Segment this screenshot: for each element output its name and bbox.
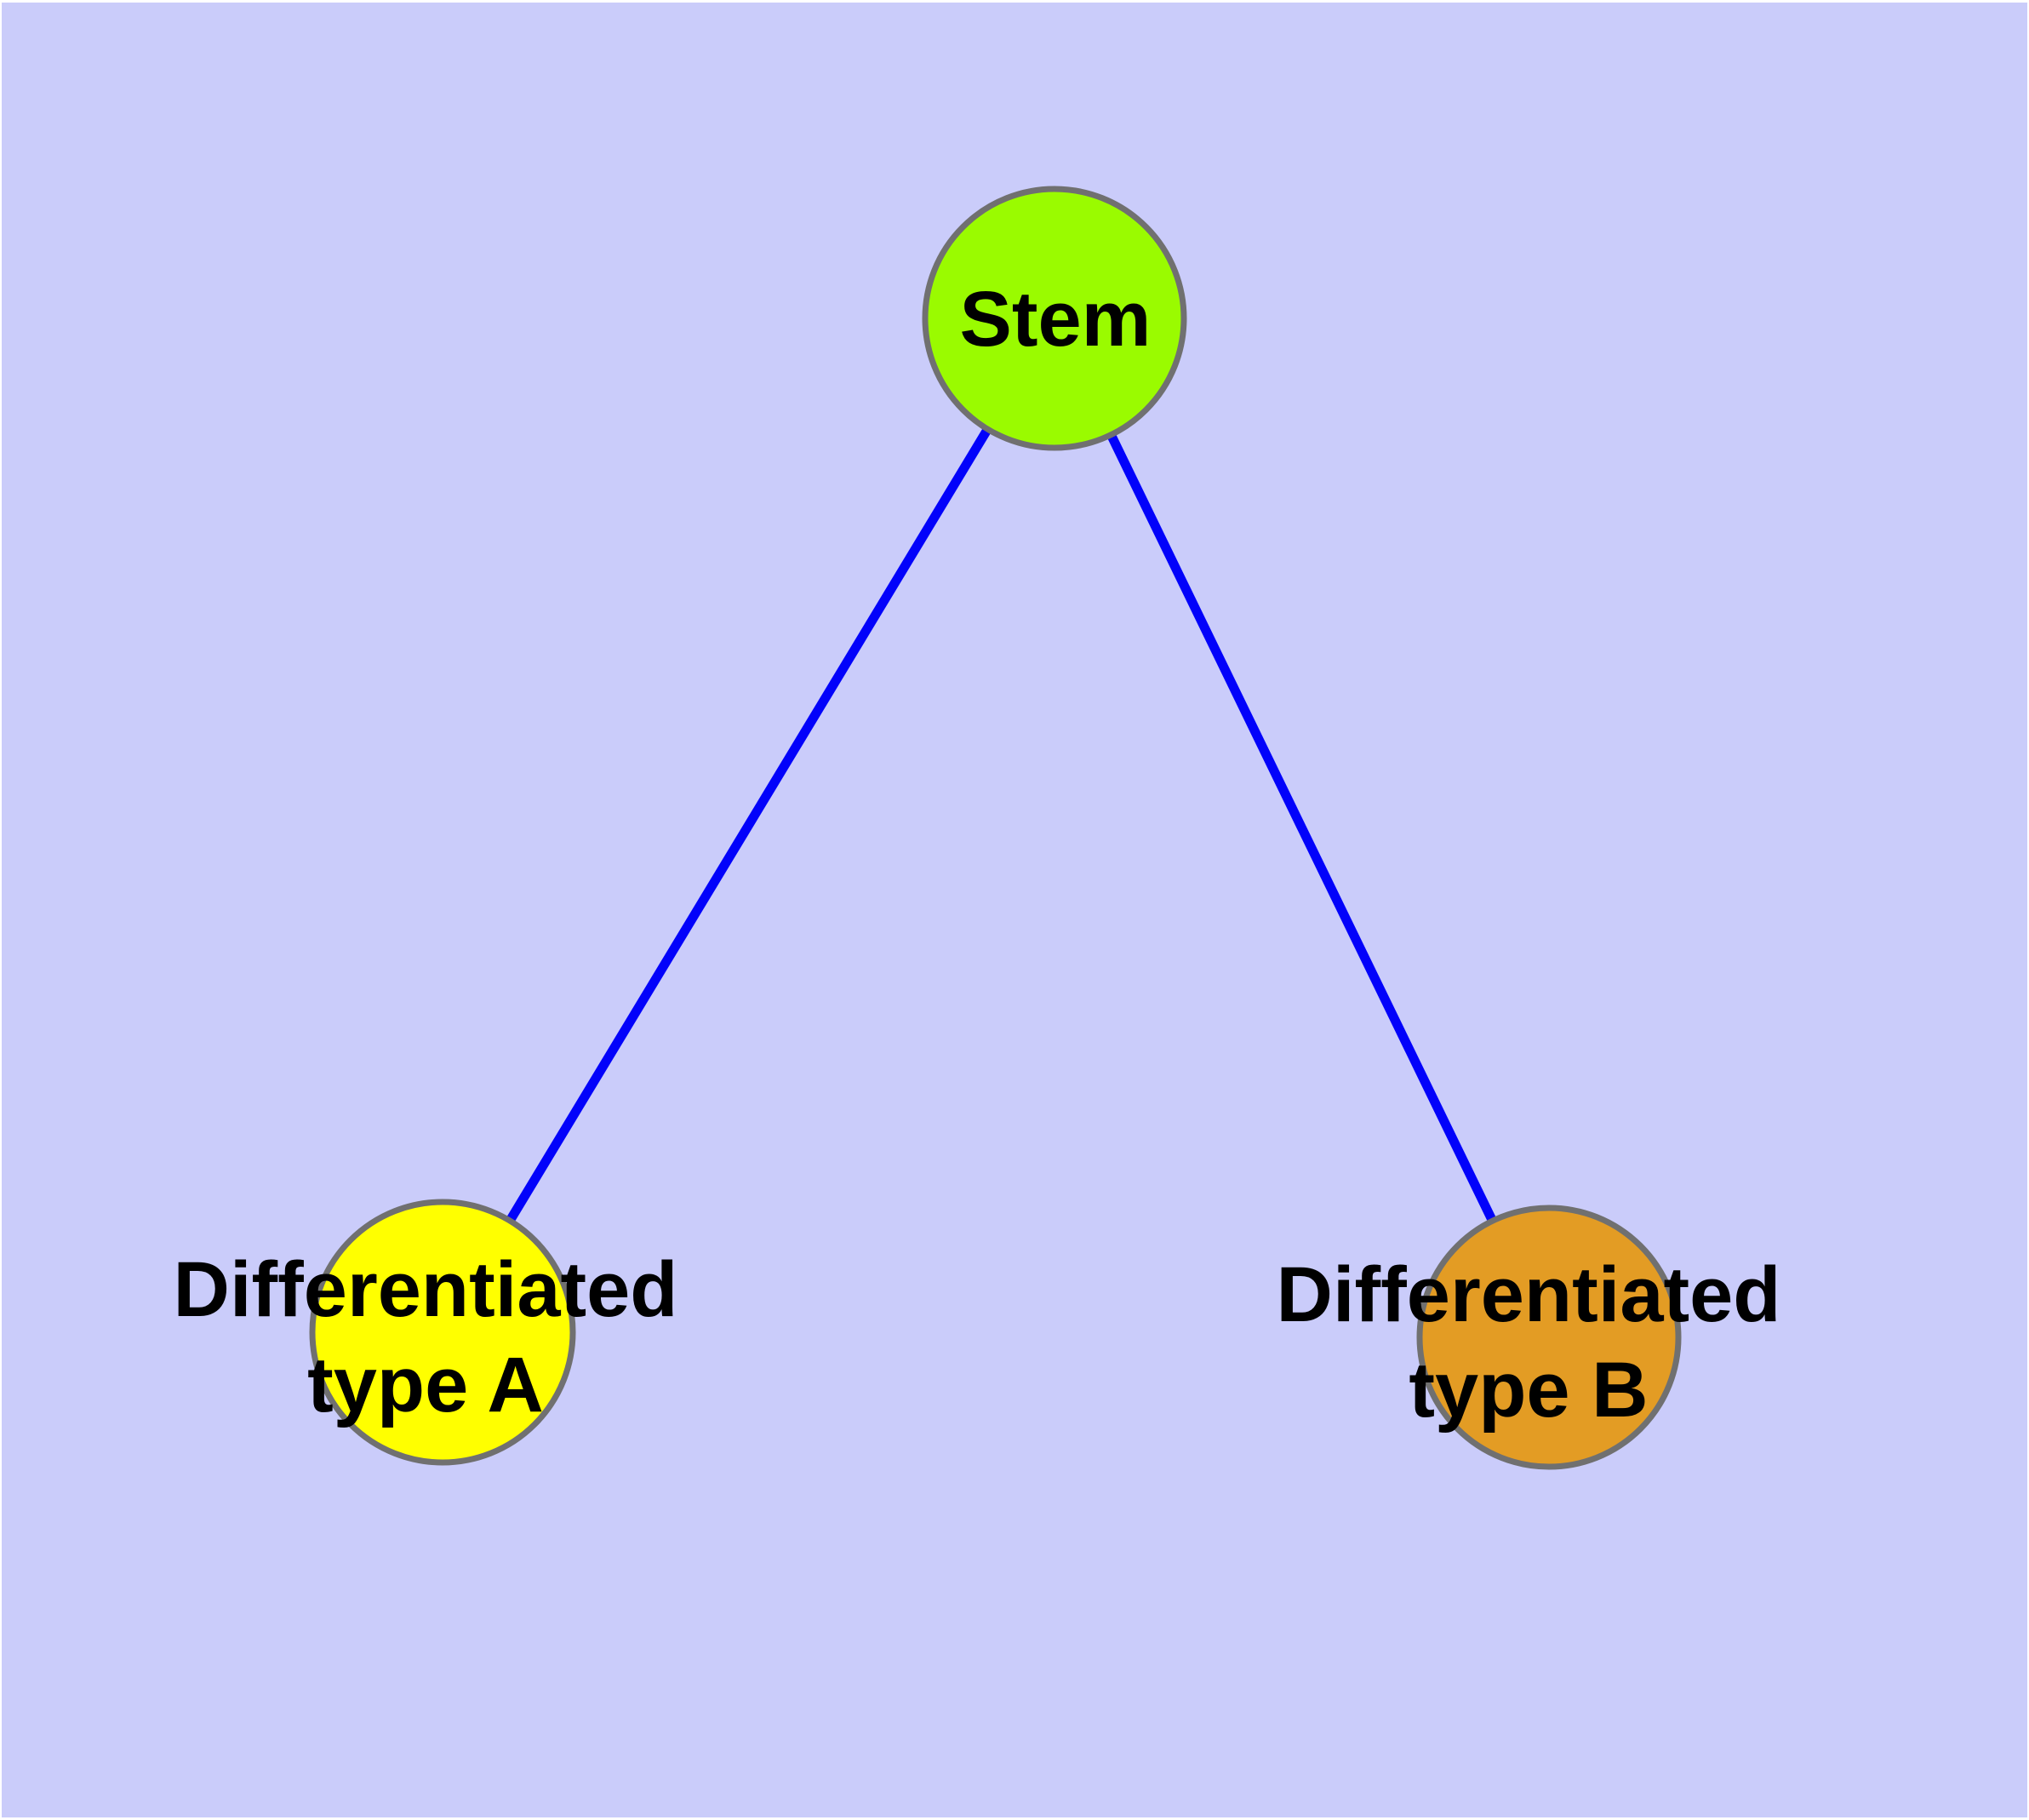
node-type-a-label-line2: type A xyxy=(307,1342,544,1428)
node-differentiated-type-b xyxy=(1416,1205,1682,1470)
node-type-a-label-line1: Differentiated xyxy=(174,1246,678,1333)
node-stem-label: Stem xyxy=(960,276,1152,363)
node-type-b-label-line1: Differentiated xyxy=(1277,1251,1781,1338)
node-type-b-label-line2: type B xyxy=(1409,1347,1648,1434)
node-differentiated-type-a xyxy=(309,1199,576,1466)
edge-stem-to-type-b xyxy=(1050,316,1553,1340)
node-stem xyxy=(922,186,1187,451)
edge-stem-to-type-a xyxy=(438,316,1059,1335)
